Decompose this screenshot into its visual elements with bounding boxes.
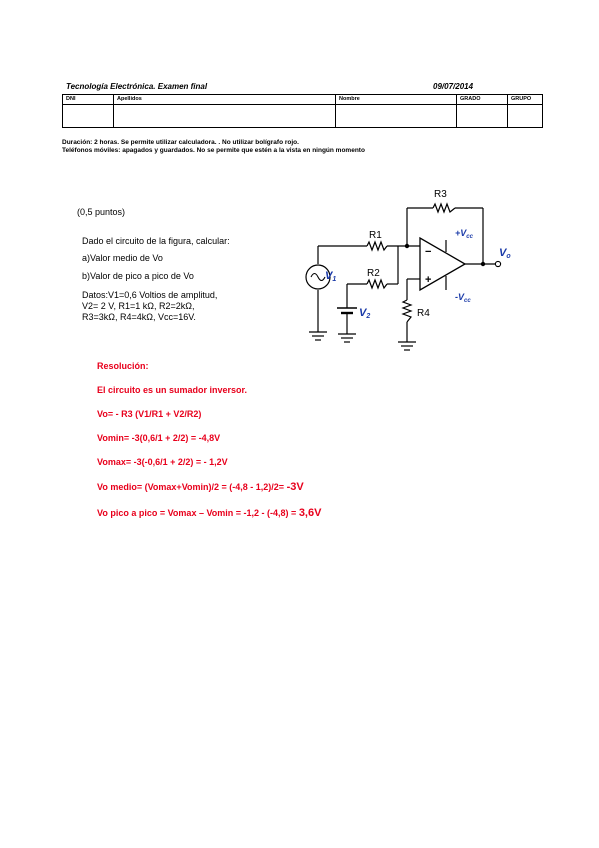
- node-dot: [404, 243, 410, 249]
- student-info-table: DNI Apellidos Nombre GRADO GRUPO: [62, 94, 543, 128]
- data-line-1: Datos:V1=0,6 Voltios de amplitud,: [82, 290, 218, 300]
- question-intro: Dado el circuito de la figura, calcular:: [82, 236, 230, 246]
- output-terminal: [494, 260, 502, 268]
- sine-wave-icon: [310, 272, 326, 282]
- opamp-minus: −: [425, 246, 431, 258]
- label-r3: R3: [434, 189, 447, 200]
- cell-grupo[interactable]: [507, 104, 543, 128]
- label-v2: V2: [359, 307, 370, 320]
- label-r2: R2: [367, 268, 380, 279]
- resolution-line-4: Vomax= -3(-0,6/1 + 2/2) = - 1,2V: [97, 457, 228, 467]
- ground-icon-v1: [309, 331, 327, 341]
- resolution-line-2: Vo= - R3 (V1/R1 + V2/R2): [97, 409, 202, 419]
- vo-pp-result: 3,6V: [298, 507, 322, 519]
- resolution-line-3: Vomin= -3(0,6/1 + 2/2) = -4,8V: [97, 433, 221, 443]
- node-dot: [480, 261, 486, 267]
- exam-date: 09/07/2014: [433, 82, 474, 91]
- vo-medio-expression: Vo medio= (Vomax+Vomin)/2 = (-4,8 - 1,2)…: [97, 482, 287, 492]
- resolution-title: Resolución:: [97, 361, 149, 371]
- ground-icon-r4: [398, 341, 416, 351]
- col-apellidos: Apellidos: [113, 94, 336, 105]
- label-vo: Vo: [499, 247, 511, 260]
- label-vcc-neg: -Vcc: [455, 292, 471, 304]
- label-r4: R4: [417, 308, 430, 319]
- battery-icon: [337, 290, 357, 318]
- resolution-line-5: Vo medio= (Vomax+Vomin)/2 = (-4,8 - 1,2)…: [97, 481, 304, 493]
- exam-notes: Duración: 2 horas. Se permite utilizar c…: [62, 139, 365, 155]
- label-r1: R1: [369, 230, 382, 241]
- vo-medio-result: -3V: [286, 481, 304, 493]
- col-nombre: Nombre: [335, 94, 457, 105]
- question-item-a: a)Valor medio de Vo: [82, 253, 163, 263]
- col-dni: DNI: [62, 94, 114, 105]
- vo-pp-expression: Vo pico a pico = Vomax – Vomin = -1,2 - …: [97, 508, 299, 518]
- resolution-line-6: Vo pico a pico = Vomax – Vomin = -1,2 - …: [97, 507, 321, 519]
- cell-apellidos[interactable]: [113, 104, 336, 128]
- cell-nombre[interactable]: [335, 104, 457, 128]
- cell-grado[interactable]: [456, 104, 508, 128]
- note-duration: Duración: 2 horas. Se permite utilizar c…: [62, 139, 299, 146]
- cell-dni[interactable]: [62, 104, 114, 128]
- opamp-icon: [419, 236, 467, 292]
- resistor-r3: [432, 202, 456, 214]
- resistor-r4: [401, 299, 413, 323]
- question-item-b: b)Valor de pico a pico de Vo: [82, 271, 194, 281]
- col-grupo: GRUPO: [507, 94, 543, 105]
- data-line-3: R3=3kΩ, R4=4kΩ, Vcc=16V.: [82, 312, 196, 322]
- opamp-plus: +: [425, 274, 431, 286]
- label-vcc-pos: +Vcc: [455, 228, 474, 240]
- resistor-r1: [366, 240, 388, 252]
- exam-title: Tecnología Electrónica. Examen final: [66, 82, 208, 91]
- question-points: (0,5 puntos): [77, 207, 126, 217]
- circuit-diagram: − + R3 R1 R2 R4 V1 V2 +Vcc -Vcc Vo: [305, 189, 511, 351]
- note-phones: Teléfonos móviles: apagados y guardados.…: [62, 147, 365, 154]
- resolution-line-1: El circuito es un sumador inversor.: [97, 385, 248, 395]
- data-line-2: V2= 2 V, R1=1 kΩ, R2=2kΩ,: [82, 301, 195, 311]
- resistor-r2: [366, 278, 388, 290]
- question-data: Datos:V1=0,6 Voltios de amplitud, V2= 2 …: [82, 290, 217, 323]
- col-grado: GRADO: [456, 94, 508, 105]
- label-v1: V1: [325, 270, 336, 283]
- ground-icon-v2: [338, 333, 356, 343]
